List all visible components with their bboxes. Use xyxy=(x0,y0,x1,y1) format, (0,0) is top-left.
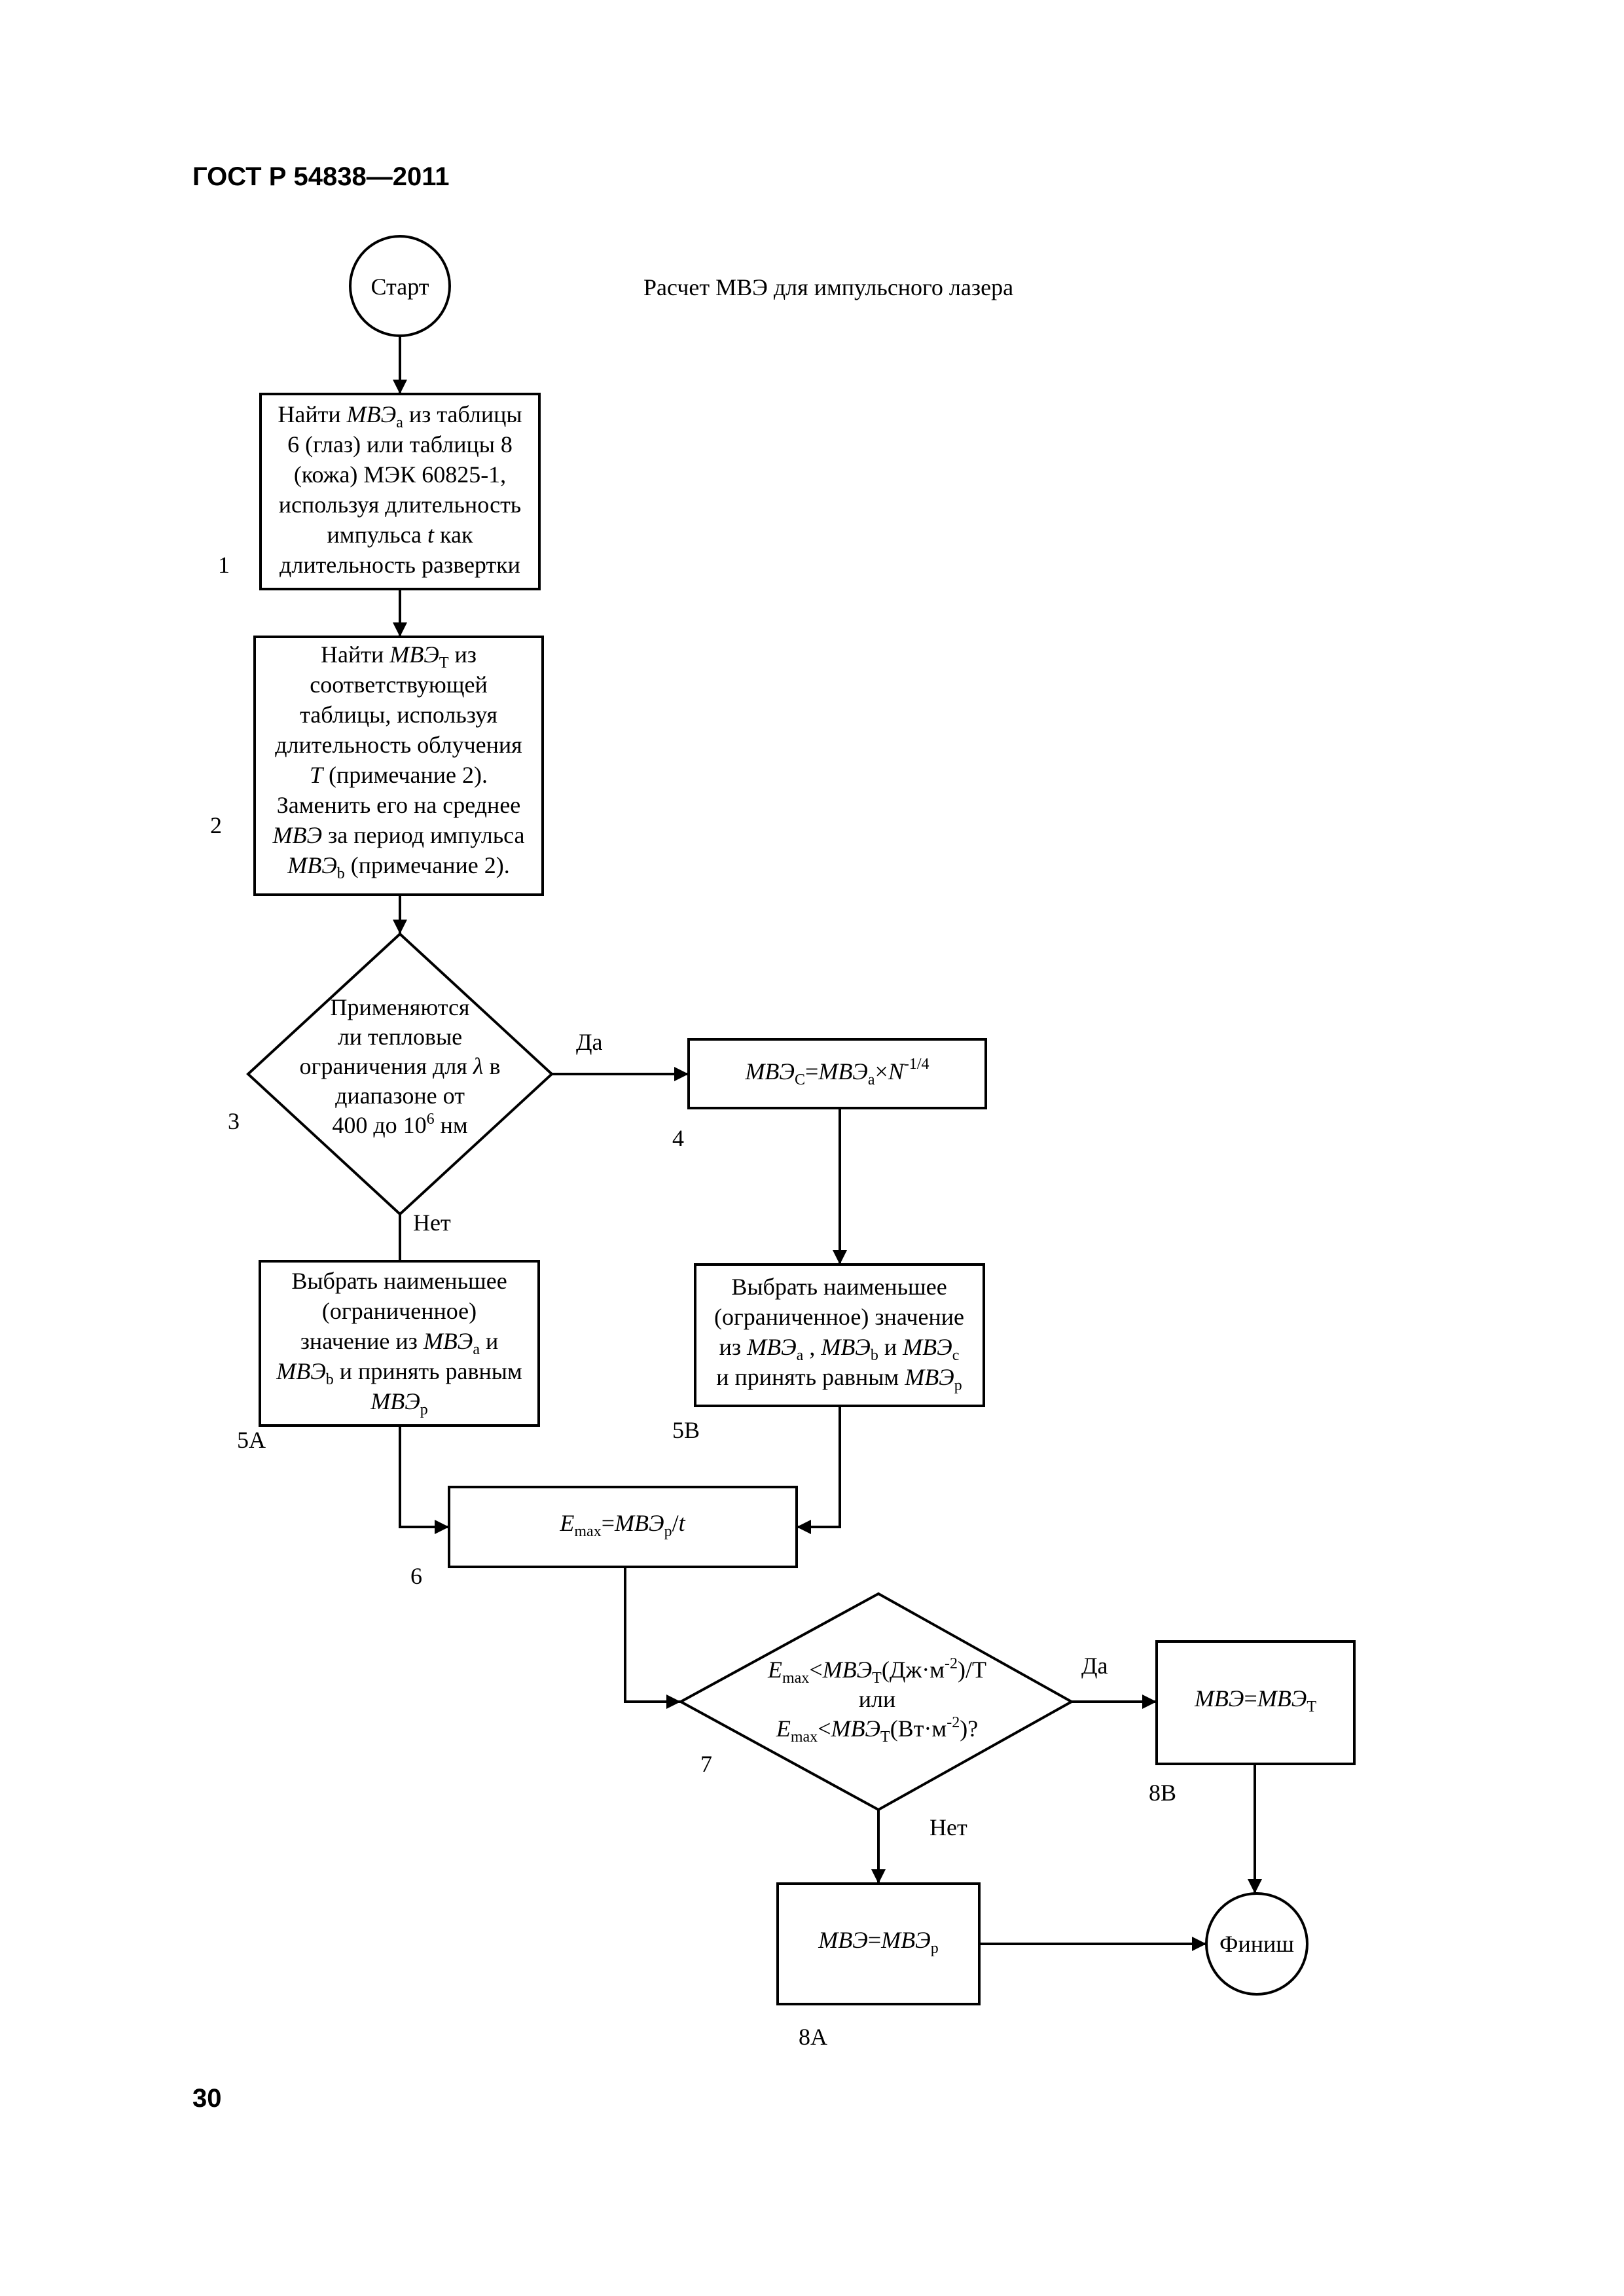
page-number: 30 xyxy=(192,2084,222,2113)
step-number-7: 7 xyxy=(700,1751,712,1777)
svg-text:МВЭb (примечание 2).: МВЭb (примечание 2). xyxy=(287,852,510,882)
step-number-4: 4 xyxy=(672,1125,684,1151)
svg-text:МВЭ за период импульса: МВЭ за период импульса xyxy=(272,822,524,848)
svg-text:(ограниченное): (ограниченное) xyxy=(322,1298,477,1324)
arrow-step6-to-step7 xyxy=(624,1567,681,1709)
step8b-text: МВЭ=МВЭТ xyxy=(1194,1685,1316,1715)
step1-text: Найти МВЭа из таблицы 6 (глаз) или табли… xyxy=(278,401,522,578)
svg-text:6 (глаз) или таблицы 8: 6 (глаз) или таблицы 8 xyxy=(287,431,513,457)
svg-text:МВЭр: МВЭр xyxy=(370,1388,428,1418)
svg-text:Заменить его на среднее: Заменить его на среднее xyxy=(277,792,521,818)
svg-text:значение из МВЭа и: значение из МВЭа и xyxy=(300,1328,499,1358)
step4-text: МВЭC=МВЭa×N-1/4 xyxy=(744,1056,929,1088)
step5a-text: Выбрать наименьшее (ограниченное) значен… xyxy=(276,1268,522,1418)
step5b-box xyxy=(694,1263,985,1407)
start-node xyxy=(349,235,451,337)
arrow-step5b-to-step6 xyxy=(797,1406,841,1534)
svg-text:ограничения для λ в: ограничения для λ в xyxy=(300,1053,501,1079)
step7-text: Emax<МВЭТ(Дж·м-2)/T или Emax<МВЭТ(Вт·м-2… xyxy=(767,1655,986,1746)
svg-text:400 до 106 нм: 400 до 106 нм xyxy=(332,1111,467,1138)
step2-text: Найти МВЭТ из соответствующей таблицы, и… xyxy=(272,641,524,882)
step3-no-label: Нет xyxy=(413,1210,451,1236)
svg-text:МВЭb и принять равным: МВЭb и принять равным xyxy=(276,1358,522,1388)
finish-node xyxy=(1205,1892,1308,1996)
svg-text:Выбрать наименьшее: Выбрать наименьшее xyxy=(291,1268,507,1294)
step-number-8b: 8В xyxy=(1149,1780,1176,1806)
step-number-3: 3 xyxy=(228,1108,240,1134)
step5b-text: Выбрать наименьшее (ограниченное) значен… xyxy=(714,1274,964,1394)
svg-text:Emax<МВЭТ(Вт·м-2)?: Emax<МВЭТ(Вт·м-2)? xyxy=(776,1714,978,1746)
svg-text:из МВЭа , МВЭb и МВЭc: из МВЭа , МВЭb и МВЭc xyxy=(719,1334,960,1364)
svg-text:(кожа) МЭК 60825-1,: (кожа) МЭК 60825-1, xyxy=(294,461,506,488)
step3-text: Применяются ли тепловые ограничения для … xyxy=(300,994,501,1138)
svg-text:Применяются: Применяются xyxy=(331,994,470,1020)
step3-yes-label: Да xyxy=(576,1029,603,1055)
step-number-5a: 5А xyxy=(237,1427,266,1453)
svg-text:импульса t как: импульса t как xyxy=(327,522,473,548)
svg-text:Найти МВЭа из таблицы: Найти МВЭа из таблицы xyxy=(278,401,522,431)
step8a-text: МВЭ=МВЭр xyxy=(818,1927,938,1957)
svg-text:диапазоне от: диапазоне от xyxy=(335,1083,465,1109)
step-number-5b: 5В xyxy=(672,1417,700,1443)
step2-box xyxy=(253,636,544,896)
svg-text:ли тепловые: ли тепловые xyxy=(338,1024,462,1050)
svg-text:(ограниченное) значение: (ограниченное) значение xyxy=(714,1304,964,1330)
svg-text:Emax<МВЭТ(Дж·м-2)/T: Emax<МВЭТ(Дж·м-2)/T xyxy=(767,1655,986,1687)
svg-text:Выбрать наименьшее: Выбрать наименьшее xyxy=(731,1274,947,1300)
svg-text:таблицы, используя: таблицы, используя xyxy=(300,702,497,728)
step-number-8a: 8А xyxy=(799,2024,827,2050)
arrow-step5a-to-step6 xyxy=(399,1426,449,1534)
svg-text:T (примечание 2).: T (примечание 2). xyxy=(310,762,488,788)
step5a-box xyxy=(259,1260,540,1427)
step8b-box xyxy=(1155,1640,1356,1765)
step3-decision xyxy=(246,932,554,1216)
svg-text:длительность развертки: длительность развертки xyxy=(280,552,520,578)
document-header: ГОСТ Р 54838—2011 xyxy=(192,162,450,191)
step6-text: Emax=МВЭр/t xyxy=(559,1510,685,1540)
step6-box xyxy=(448,1486,798,1568)
start-label: Старт xyxy=(371,274,429,300)
step4-box xyxy=(687,1038,987,1109)
svg-text:соответствующей: соответствующей xyxy=(310,672,488,698)
svg-text:длительность облучения: длительность облучения xyxy=(275,732,522,758)
step-number-1: 1 xyxy=(218,552,230,578)
svg-text:и принять равным МВЭр: и принять равным МВЭр xyxy=(716,1364,962,1394)
diagram-title: Расчет МВЭ для импульсного лазера xyxy=(643,274,1013,300)
svg-text:или: или xyxy=(859,1686,896,1712)
svg-text:используя длительность: используя длительность xyxy=(279,492,521,518)
step8a-box xyxy=(776,1882,981,2005)
svg-text:Найти МВЭТ из: Найти МВЭТ из xyxy=(321,641,477,672)
step7-decision xyxy=(677,1592,1075,1812)
finish-label: Финиш xyxy=(1219,1931,1294,1957)
step7-yes-label: Да xyxy=(1081,1653,1108,1679)
step-number-2: 2 xyxy=(210,812,222,838)
step1-box xyxy=(259,393,541,590)
step7-no-label: Нет xyxy=(929,1814,967,1840)
step-number-6: 6 xyxy=(410,1563,422,1589)
